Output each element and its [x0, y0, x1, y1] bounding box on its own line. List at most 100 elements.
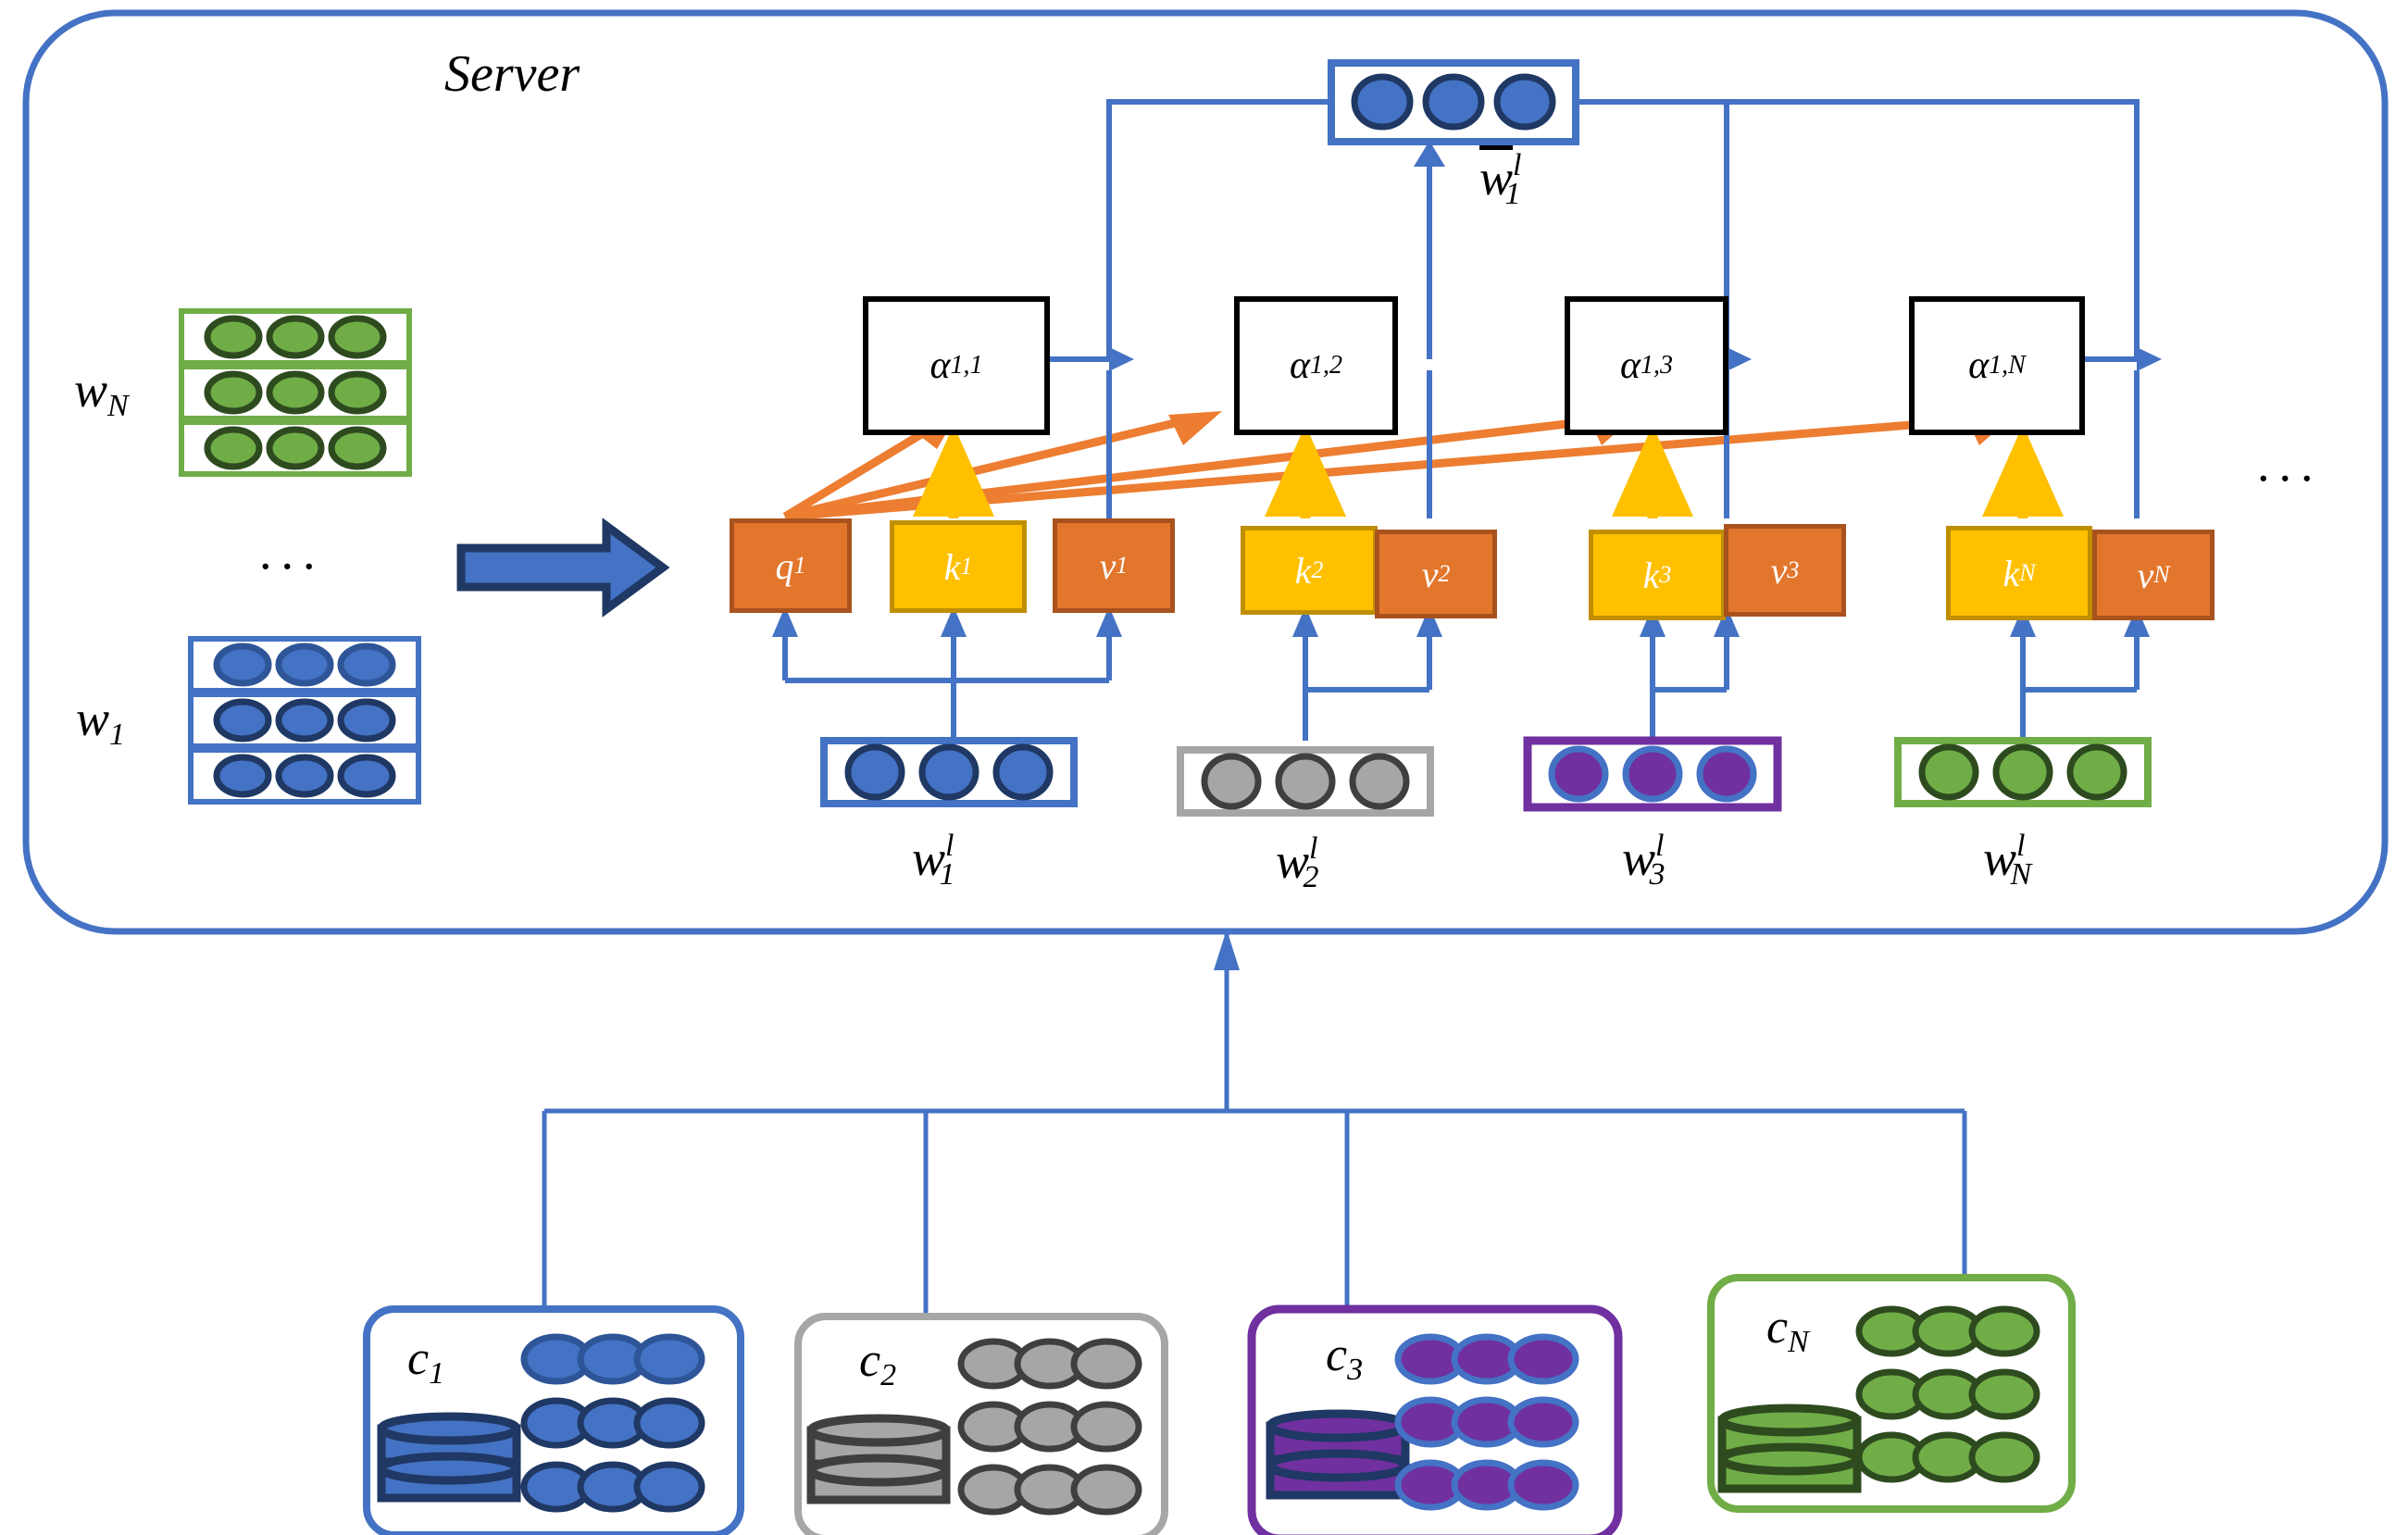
aggregate-dot-2 — [1422, 73, 1485, 131]
wNl-base: w — [1983, 830, 2017, 887]
local-weight-w2l — [1177, 746, 1434, 817]
wbar-base: w — [1479, 150, 1514, 206]
alpha-2-base: α — [1289, 344, 1311, 387]
client-1-box[interactable] — [363, 1305, 744, 1535]
wbar-sup: l — [1513, 148, 1522, 182]
client-2-params — [957, 1338, 1142, 1516]
server-container — [22, 9, 2389, 935]
k1-base: k — [943, 545, 961, 588]
right-qkv-ellipsis: ... — [2257, 436, 2323, 492]
alpha-3-base: α — [1619, 344, 1641, 387]
c3-sub: 3 — [1347, 1353, 1364, 1388]
value-to-bus-lines — [1106, 370, 2140, 518]
alpha-N-base: α — [1968, 344, 1990, 387]
vN-sub: N — [2153, 561, 2170, 588]
q1-base: q — [775, 544, 794, 587]
cN-base: c — [1766, 1301, 1789, 1354]
c2-sub: 2 — [880, 1358, 897, 1393]
alpha-3-sub: 1,3 — [1641, 351, 1674, 380]
client-N-params — [1855, 1305, 2040, 1483]
client-2-box[interactable] — [794, 1313, 1168, 1535]
v2-base: v — [1421, 553, 1439, 595]
client-2-label: c2 — [859, 1333, 896, 1393]
v3-sub: 3 — [1787, 556, 1800, 583]
v2-sub: 2 — [1438, 560, 1451, 587]
client-N-label: cN — [1766, 1300, 1809, 1360]
v1-base: v — [1099, 544, 1117, 587]
w2l-sup: l — [1309, 831, 1318, 866]
w3l-sup: l — [1655, 829, 1665, 863]
local-weight-wNl — [1894, 737, 2152, 807]
weight-stack-wN — [179, 308, 412, 477]
weights-to-qkv-lines — [782, 622, 2140, 741]
alpha-1-sub: 1,1 — [950, 351, 983, 380]
aggregate-output-label: wl1 — [1479, 148, 1522, 212]
w1l-base: w — [912, 830, 946, 887]
client-server-tree — [542, 931, 1967, 1324]
w2l-sub: 2 — [1303, 860, 1319, 895]
local-weight-wNl-label: wlN — [1983, 829, 2031, 892]
k2-sub: 2 — [1311, 556, 1324, 583]
client-3-params — [1394, 1333, 1579, 1511]
aggregate-dot-1 — [1351, 73, 1414, 131]
k3-sub: 3 — [1659, 561, 1672, 588]
local-weight-w2l-label: wl2 — [1276, 831, 1318, 895]
client-N-box[interactable] — [1707, 1274, 2076, 1513]
weight-stack-w1 — [188, 636, 421, 805]
w3l-base: w — [1622, 830, 1656, 887]
aggregate-dot-3 — [1493, 73, 1556, 131]
c1-sub: 1 — [429, 1356, 445, 1391]
local-weight-w1l — [820, 737, 1078, 807]
local-weight-w3l — [1523, 736, 1782, 812]
wNl-sub: N — [2010, 857, 2032, 892]
weight-stack-w1-label: w1 — [76, 690, 125, 753]
k1-sub: 1 — [960, 553, 973, 580]
client-3-box[interactable] — [1247, 1304, 1623, 1535]
database-icon-1 — [377, 1412, 521, 1503]
local-weight-w1l-label: wl1 — [912, 829, 954, 892]
database-icon-3 — [1266, 1409, 1410, 1500]
w1l-sub: 1 — [939, 857, 955, 892]
v3-base: v — [1770, 549, 1788, 592]
w1-base: w — [76, 691, 110, 746]
alpha-N-sub: 1,N — [1989, 351, 2026, 380]
client-3-label: c3 — [1326, 1328, 1363, 1388]
k3-base: k — [1642, 554, 1660, 596]
w1-sub: 1 — [109, 718, 126, 753]
c3-base: c — [1326, 1329, 1348, 1381]
big-blue-arrow — [456, 518, 670, 618]
kN-sub: N — [2019, 559, 2036, 586]
wN-sub: N — [107, 389, 129, 424]
wN-base: w — [74, 362, 108, 418]
w3l-sub: 3 — [1649, 857, 1666, 892]
vN-base: v — [2137, 554, 2154, 596]
client-1-params — [520, 1333, 705, 1513]
kN-base: k — [2003, 552, 2020, 594]
w2l-base: w — [1276, 833, 1310, 890]
k2-base: k — [1294, 549, 1312, 592]
c2-base: c — [859, 1334, 881, 1387]
alpha-2-sub: 1,2 — [1310, 351, 1343, 380]
cN-sub: N — [1788, 1325, 1809, 1360]
key-to-alpha-arrows — [913, 425, 2064, 518]
alpha-1-base: α — [930, 344, 951, 387]
weight-stack-wN-label: wN — [74, 361, 129, 424]
wbar-sub: 1 — [1504, 177, 1521, 212]
weights-to-qkv-arrowheads — [772, 606, 2150, 637]
tree-arrowhead-to-server — [1214, 930, 1240, 970]
w1l-sup: l — [945, 829, 954, 863]
